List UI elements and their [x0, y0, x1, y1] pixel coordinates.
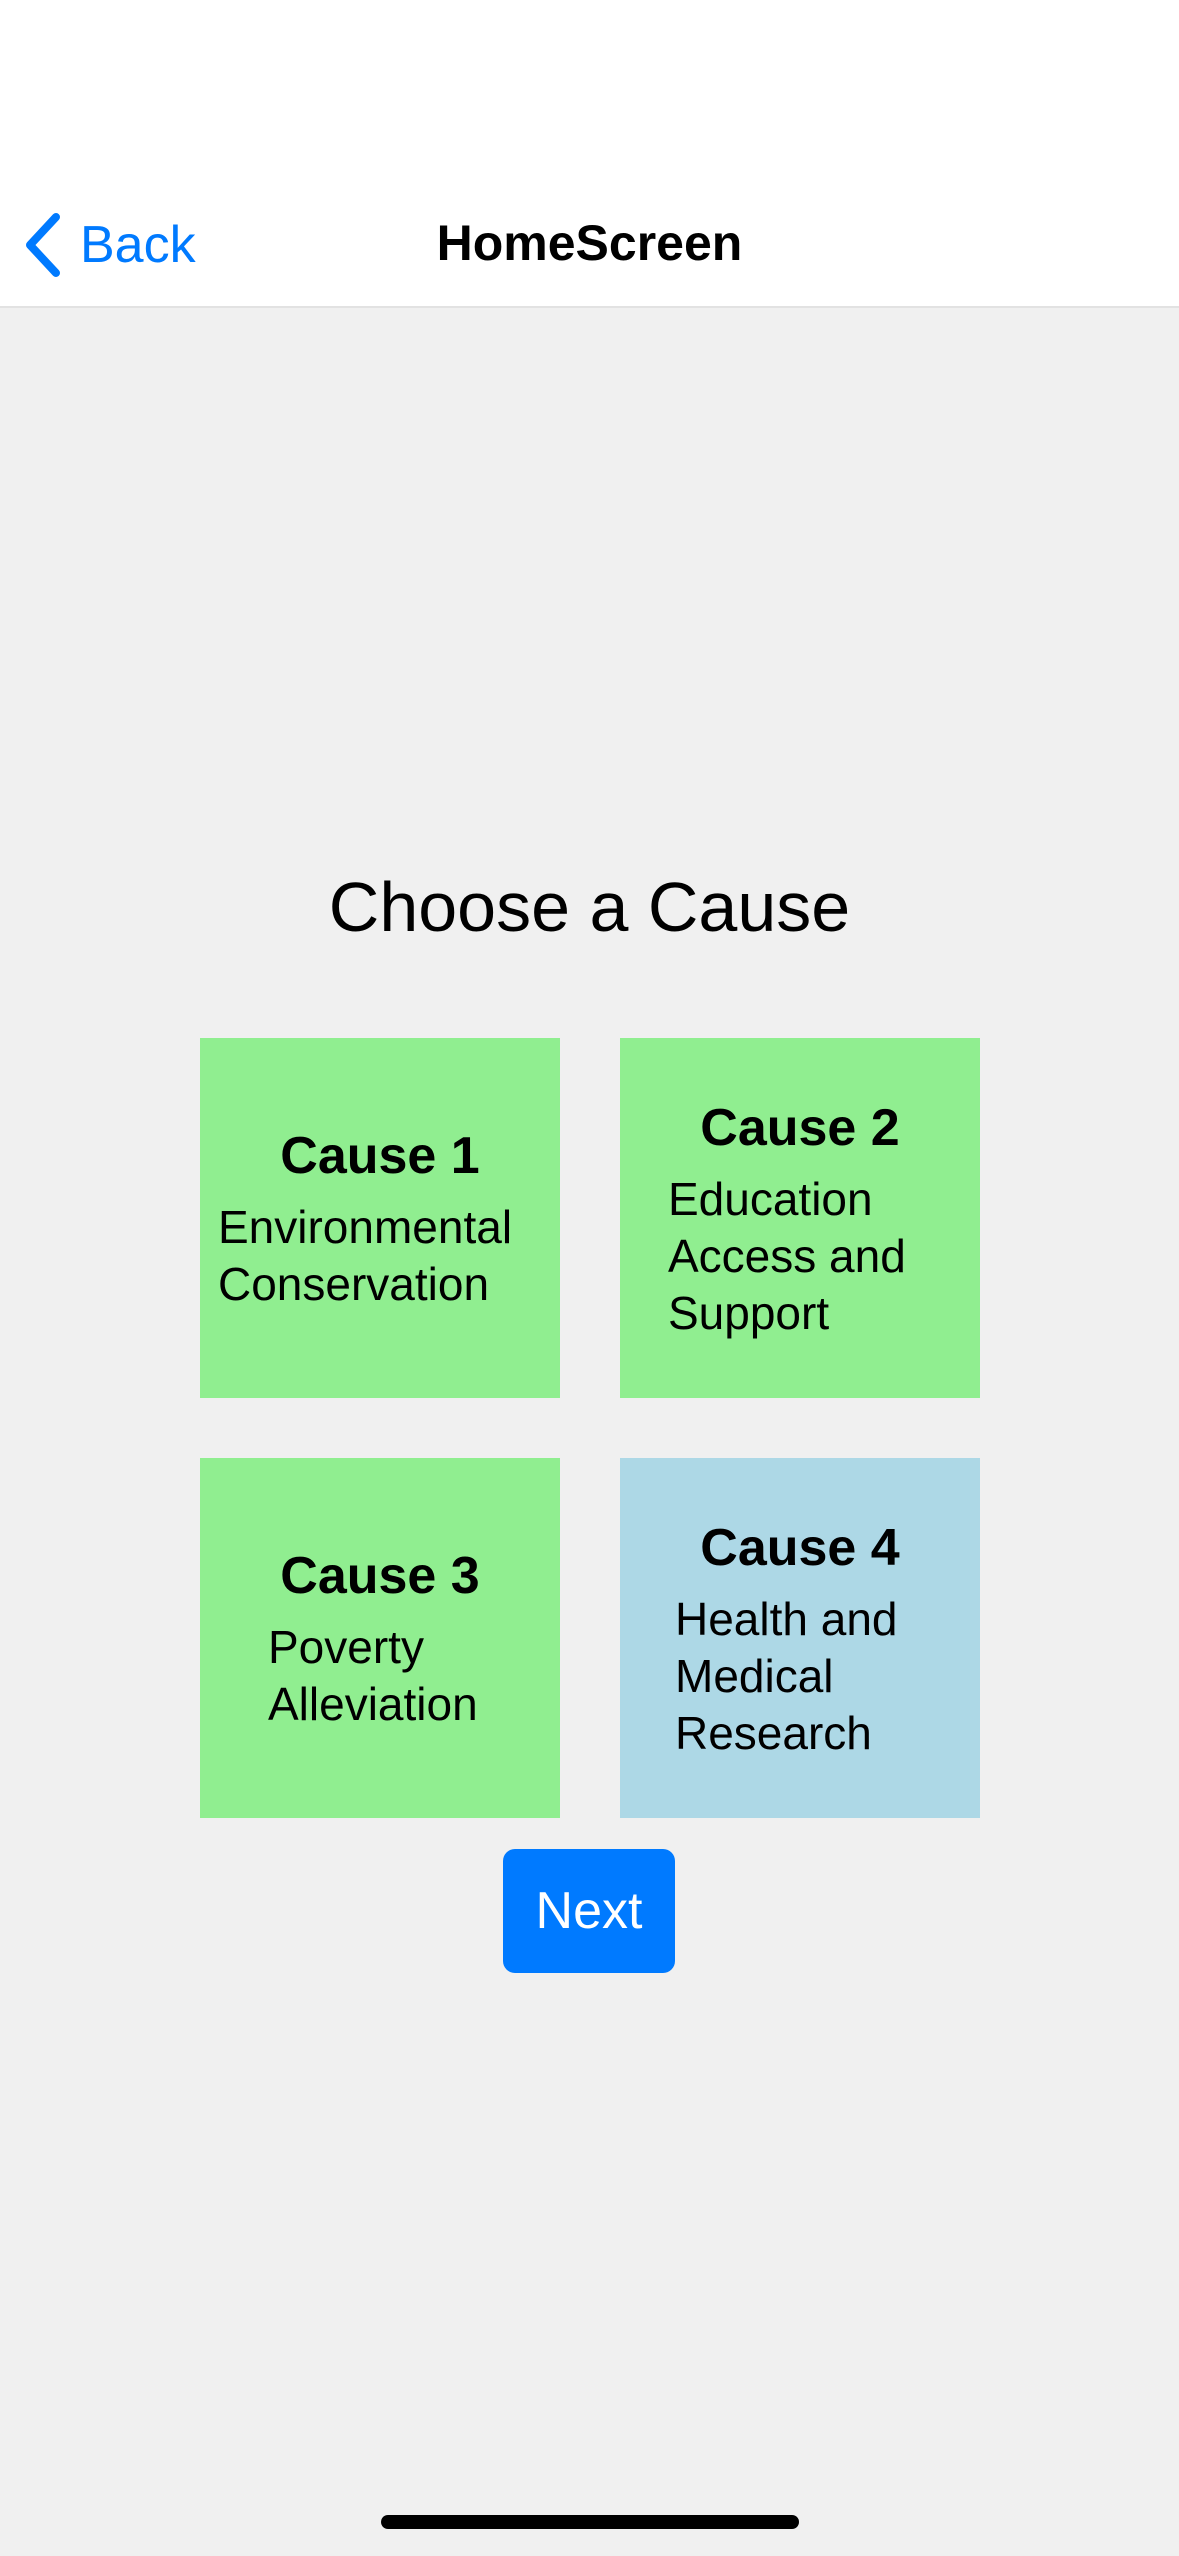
cause-tile-1[interactable]: Cause 1 Environmental Conservation [200, 1038, 560, 1398]
cause-title: Cause 1 [280, 1127, 480, 1185]
cause-description: Environmental Conservation [218, 1201, 513, 1310]
cause-tile-3[interactable]: Cause 3 Poverty Alleviation [200, 1458, 560, 1818]
next-button[interactable]: Next [503, 1849, 675, 1973]
home-indicator[interactable] [381, 2515, 799, 2529]
cause-tile-4[interactable]: Cause 4 Health and Medical Research [620, 1458, 980, 1818]
nav-title: HomeScreen [436, 215, 743, 271]
cause-tile-2[interactable]: Cause 2 Education Access and Support [620, 1038, 980, 1398]
cause-description: Poverty Alleviation [268, 1621, 478, 1730]
cause-title: Cause 2 [700, 1098, 900, 1157]
back-button[interactable]: Back [22, 205, 196, 285]
chevron-left-icon [22, 213, 62, 277]
cause-title: Cause 4 [700, 1518, 900, 1577]
cause-title: Cause 3 [280, 1547, 480, 1605]
cause-description: Education Access and Support [668, 1172, 906, 1339]
back-label: Back [80, 216, 196, 274]
cause-description: Health and Medical Research [675, 1592, 898, 1759]
page-heading: Choose a Cause [328, 868, 851, 946]
navigation-bar: Back HomeScreen [0, 0, 1179, 308]
